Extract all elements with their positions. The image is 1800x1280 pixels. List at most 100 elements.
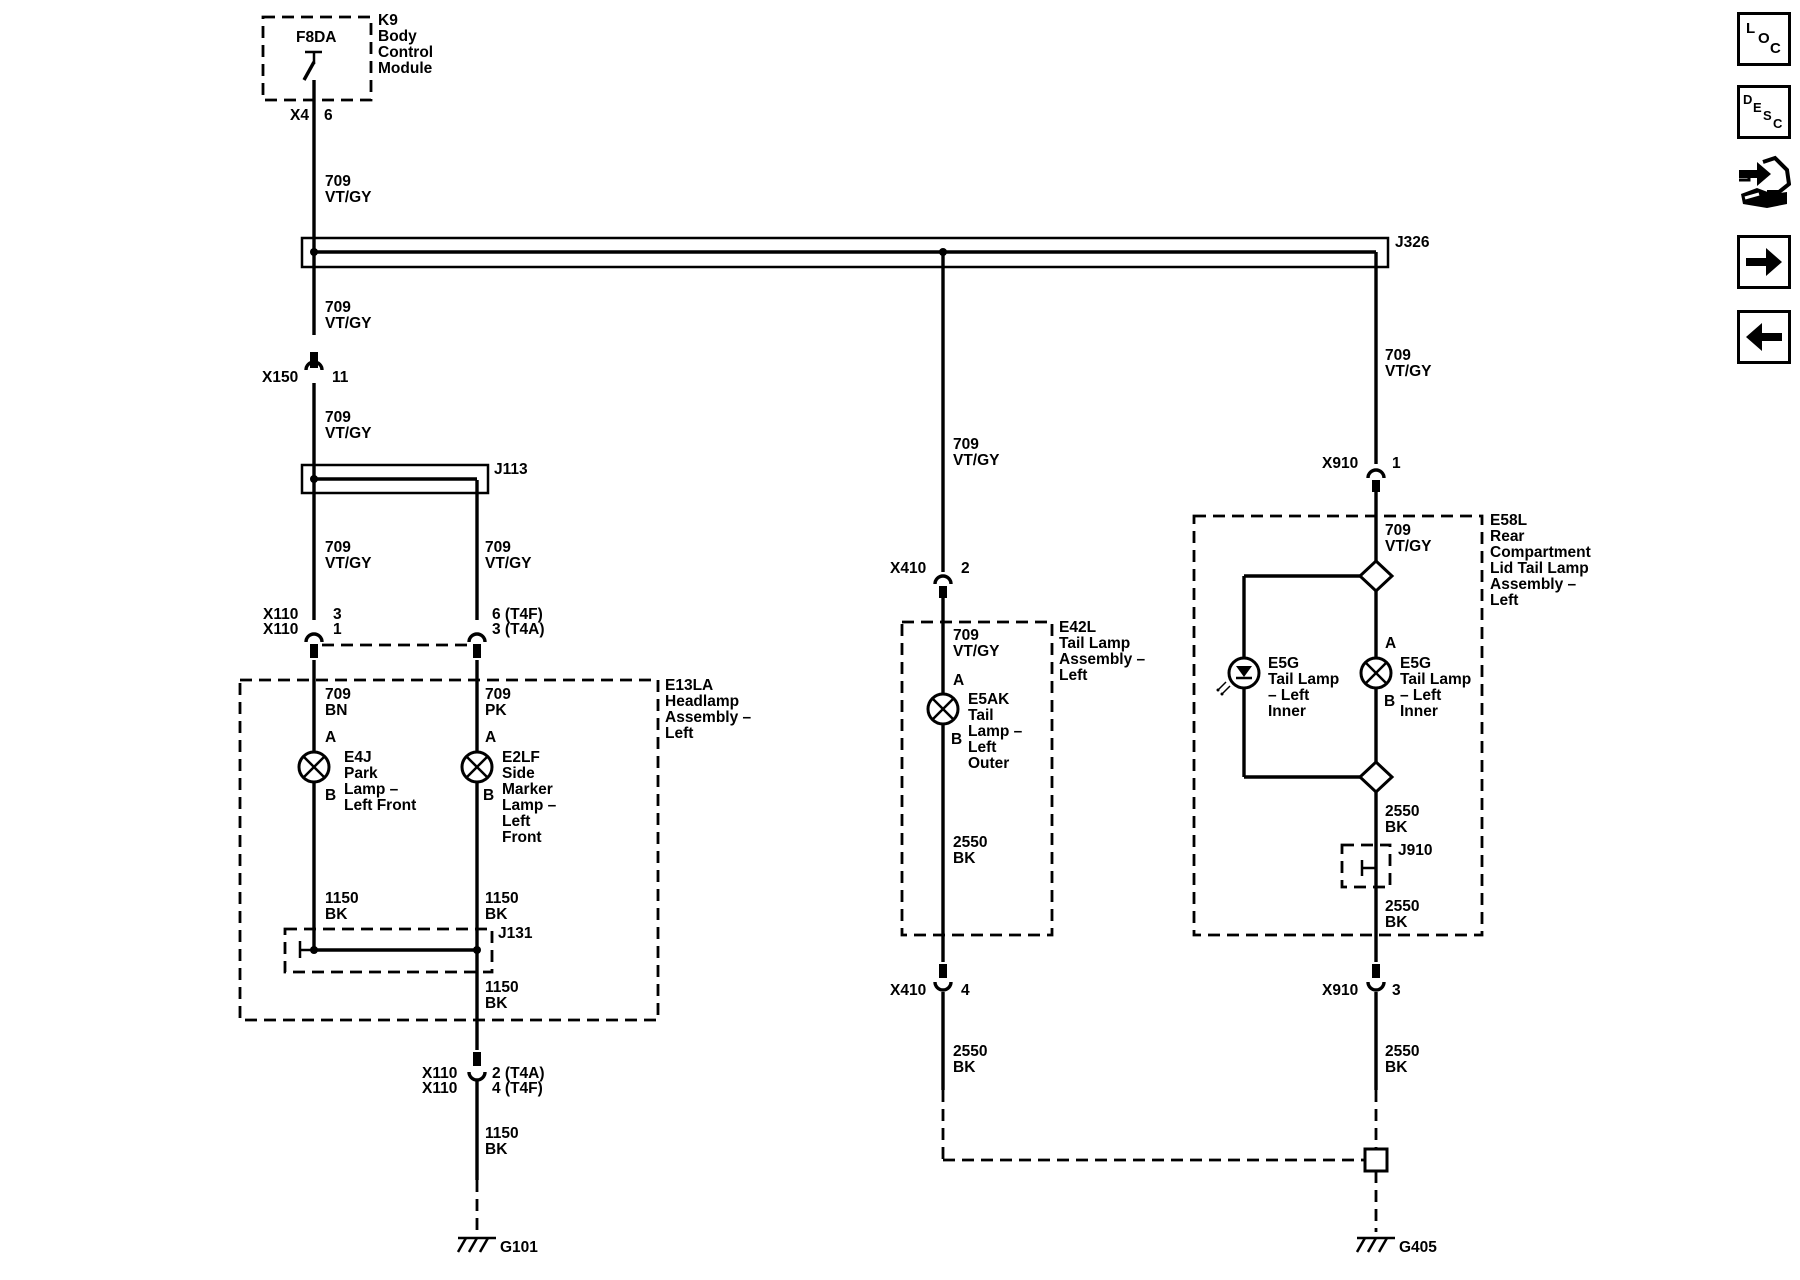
wire-709-num: 709 (953, 627, 979, 644)
x910-pin: 1 (1392, 455, 1401, 472)
wire-1150-num: 1150 (485, 890, 519, 907)
wire-709-num: 709 (325, 299, 351, 316)
wire-709-num: 709 (953, 436, 979, 453)
x110-label: X110 (422, 1080, 457, 1097)
wire-709-num: 709 (325, 409, 351, 426)
wire-bn-color: BN (325, 702, 347, 719)
x110-label: X110 (263, 621, 298, 638)
tail-assy-name: Assembly – (1059, 651, 1146, 668)
splice-j326: J326 (300, 234, 1430, 269)
previous-page-button[interactable] (1737, 310, 1791, 364)
wire-709-color: VT/GY (325, 189, 372, 206)
ground-splice-icon (1363, 1147, 1389, 1173)
park-lamp-ref: E4J (344, 749, 372, 766)
next-page-button[interactable] (1737, 235, 1791, 289)
description-button[interactable]: D E S C (1737, 85, 1791, 139)
x910-label: X910 (1322, 982, 1358, 999)
outer-tail-lamp-icon (926, 692, 960, 726)
side-marker-name: Marker (502, 781, 553, 798)
wire-1150-num: 1150 (485, 1125, 519, 1142)
x110-pin: 2 (T4A) (492, 1065, 545, 1082)
wire-pk-color: PK (485, 702, 507, 719)
pin-a: A (1385, 635, 1396, 652)
side-marker-lamp-icon (460, 750, 494, 784)
park-lamp-name: Left Front (344, 797, 416, 814)
wire-709-color: VT/GY (953, 643, 1000, 660)
side-marker-ref: E2LF (502, 749, 540, 766)
connector-hand-icon (1739, 155, 1791, 208)
side-marker-name: Lamp – (502, 797, 557, 814)
side-marker-name: Front (502, 829, 542, 846)
wire-709-color: VT/GY (485, 555, 532, 572)
connector-x150: X150 11 (262, 352, 349, 386)
x110-pin: 3 (333, 606, 342, 623)
x110-pin: 1 (333, 621, 342, 638)
x110-label: X110 (263, 606, 298, 623)
bcm-ref: K9 (378, 12, 398, 29)
connector-x910: X910 1 X910 3 (1322, 455, 1401, 999)
wire-2550-num: 2550 (1385, 898, 1419, 915)
wire-2550-num: 2550 (953, 834, 987, 851)
x410-pin: 2 (961, 560, 970, 577)
wire-709-color: VT/GY (325, 315, 372, 332)
x110-pin: 3 (T4A) (492, 621, 545, 638)
headlamp-assembly: E13LA Headlamp Assembly – Left 709 BN 70… (238, 677, 752, 1022)
wire-709-num: 709 (325, 173, 351, 190)
j131-label: J131 (498, 925, 533, 942)
splice-j131: J131 (283, 925, 533, 974)
x410-label: X410 (890, 560, 926, 577)
wire-bk-color: BK (1385, 1059, 1408, 1076)
wire-709-num: 709 (1385, 522, 1411, 539)
x150-label: X150 (262, 369, 298, 386)
connector-view-button[interactable] (1737, 152, 1791, 216)
lid-assy-name: Compartment (1490, 544, 1591, 561)
x410-pin: 4 (961, 982, 970, 999)
lid-assy-name: Rear (1490, 528, 1524, 545)
bcm-name-line2: Control (378, 44, 433, 61)
desc-letter: D (1743, 92, 1752, 107)
j113-label: J113 (494, 461, 528, 478)
j326-label: J326 (1395, 234, 1430, 251)
headlamp-name: Headlamp (665, 693, 739, 710)
outer-lamp-name: Tail (968, 707, 994, 724)
wire-709-color: VT/GY (325, 555, 372, 572)
location-button[interactable]: L O C (1737, 12, 1791, 66)
lid-assy-ref: E58L (1490, 512, 1527, 529)
ground-g405: G405 (941, 1090, 1437, 1256)
inner-lamp-name: Tail Lamp (1400, 671, 1471, 688)
bcm-pin-6: 6 (324, 107, 333, 124)
side-marker-name: Left (502, 813, 530, 830)
pin-a: A (953, 672, 964, 689)
lid-assy-name: Left (1490, 592, 1518, 609)
headlamp-name: Assembly – (665, 709, 752, 726)
x410-label: X410 (890, 982, 926, 999)
bcm-name-line1: Body (378, 28, 417, 45)
wire-2550-num: 2550 (1385, 1043, 1419, 1060)
wire-709-color: VT/GY (325, 425, 372, 442)
pin-b: B (1384, 693, 1395, 710)
wire-bk-color: BK (485, 995, 508, 1012)
outer-lamp-ref: E5AK (968, 691, 1010, 708)
tail-assy-name: Left (1059, 667, 1087, 684)
wire-709-color: VT/GY (1385, 363, 1432, 380)
led-lamp-icon (1216, 656, 1261, 696)
inner-lamp-name: Inner (1400, 703, 1438, 720)
g405-label: G405 (1399, 1239, 1437, 1256)
wire-709-num: 709 (485, 686, 511, 703)
desc-letter: S (1763, 108, 1772, 123)
wire-709-num: 709 (325, 686, 351, 703)
connector-x110-lower: X110 X110 2 (T4A) 4 (T4F) 1150 BK (422, 1052, 545, 1158)
body-control-module: F8DA K9 Body Control Module X4 6 (261, 12, 433, 124)
park-lamp-name: Lamp – (344, 781, 399, 798)
desc-letter: E (1753, 100, 1762, 115)
outer-lamp-name: Lamp – (968, 723, 1023, 740)
loc-letter: L (1746, 20, 1755, 37)
wire-runs (312, 80, 1378, 1180)
splice-j910: J910 (1340, 842, 1432, 889)
wire-bk-color: BK (485, 906, 508, 923)
park-lamp-icon (297, 750, 331, 784)
bcm-name-line3: Module (378, 60, 433, 77)
loc-letter: O (1758, 30, 1770, 47)
wire-709-num: 709 (1385, 347, 1411, 364)
